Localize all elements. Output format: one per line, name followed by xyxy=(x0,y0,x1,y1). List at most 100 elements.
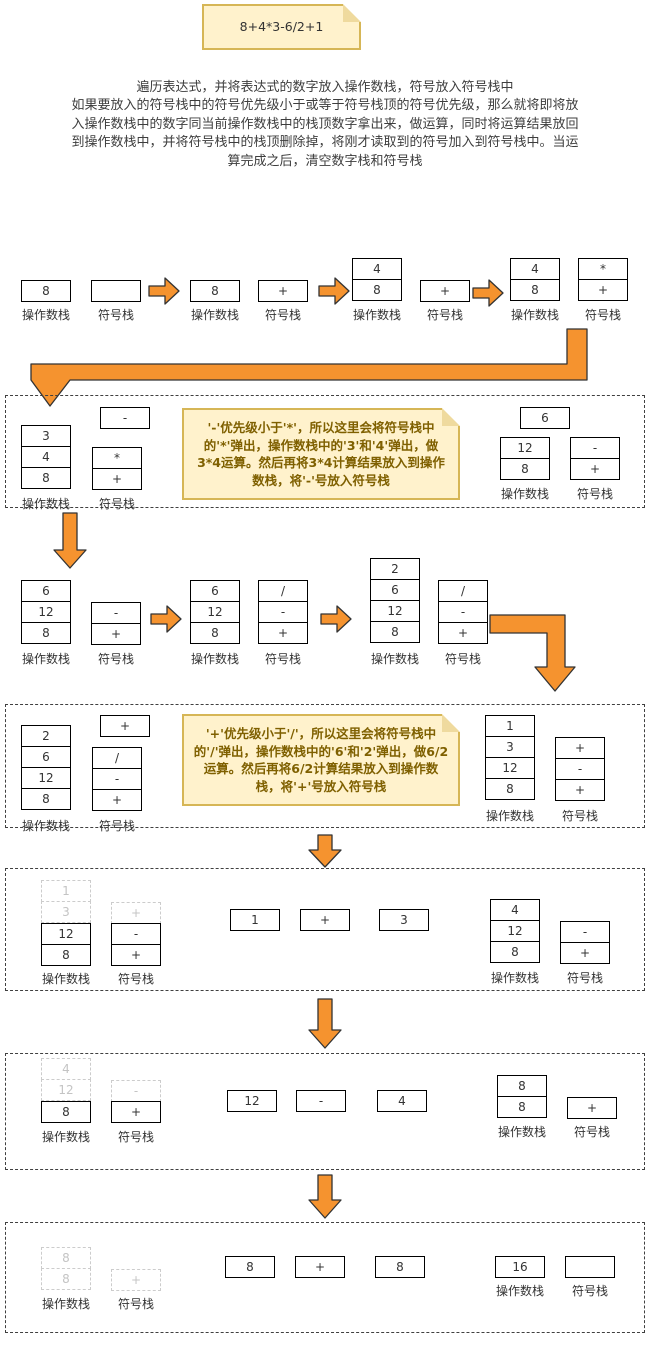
stack-cell: - xyxy=(91,602,141,624)
symbol-stack xyxy=(91,280,141,302)
symbol-stack-label: 符号栈 xyxy=(264,308,301,322)
symbol-stack xyxy=(565,1256,615,1278)
stack-cell: 4 xyxy=(352,258,402,280)
symbol-stack-label: 符号栈 xyxy=(566,971,603,985)
stack-cell: - xyxy=(92,768,142,790)
operand-stack-label: 操作数栈 xyxy=(485,809,534,823)
operand-stack-label: 操作数栈 xyxy=(41,1297,90,1311)
calc-operand-cell: 12 xyxy=(227,1090,277,1112)
stack-cell: 8 xyxy=(485,778,535,800)
stack-cell: 12 xyxy=(500,437,550,459)
stack-cell: 6 xyxy=(190,580,240,602)
symbol-stack: -+ xyxy=(570,437,620,480)
step-box-5 xyxy=(5,1222,645,1333)
symbol-stack-label: 符号栈 xyxy=(576,487,613,501)
stack-cell: 12 xyxy=(190,601,240,623)
incoming-operand-cell: 6 xyxy=(520,407,570,429)
popped-symbol-stack: - xyxy=(111,1080,161,1102)
stack-cell: + xyxy=(91,623,141,645)
right-arrow-icon xyxy=(148,277,180,305)
symbol-stack-label: 符号栈 xyxy=(561,809,598,823)
symbol-stack-label: 符号栈 xyxy=(117,1130,154,1144)
stack-cell: + xyxy=(258,622,308,644)
symbol-stack: + xyxy=(258,280,308,302)
operand-stack-label: 操作数栈 xyxy=(41,1130,90,1144)
stack-cell: + xyxy=(111,1101,161,1123)
symbol-stack-label: 符号栈 xyxy=(426,308,463,322)
operand-stack: 8 xyxy=(190,280,240,302)
stack-cell: 8 xyxy=(500,458,550,480)
stack-cell: * xyxy=(92,447,142,469)
stack-cell: 6 xyxy=(21,746,71,768)
stack-cell: + xyxy=(570,458,620,480)
symbol-stack: + xyxy=(111,1101,161,1123)
incoming-operator-cell: - xyxy=(100,407,150,429)
step-box-3 xyxy=(5,868,645,991)
arrow-shape xyxy=(318,277,350,305)
stack-cell: 12 xyxy=(41,923,91,945)
stack-cell: 2 xyxy=(21,725,71,747)
operand-stack-label: 操作数栈 xyxy=(41,972,90,986)
elbow-arrow-icon xyxy=(489,614,576,692)
stack-cell: - xyxy=(111,1080,161,1102)
stack-cell: 4 xyxy=(510,258,560,280)
arrow-shape xyxy=(148,277,180,305)
calc-operand-cell: 1 xyxy=(230,909,280,931)
arrow-shape xyxy=(30,328,588,407)
operand-stack-label: 操作数栈 xyxy=(510,308,559,322)
stack-cell: 8 xyxy=(21,280,71,302)
calc-operator-cell: + xyxy=(300,909,350,931)
note-text: '+'优先级小于'/'，所以这里会将符号栈中的'/'弹出，操作数栈中的'6'和'… xyxy=(193,726,449,794)
stack-cell: + xyxy=(555,779,605,801)
stack-cell: 3 xyxy=(41,901,91,923)
symbol-stack-label: 符号栈 xyxy=(98,819,135,833)
step-box-1 xyxy=(5,395,645,508)
operand-stack-label: 操作数栈 xyxy=(21,497,70,511)
stack-cell: - xyxy=(438,601,488,623)
stack-cell: 8 xyxy=(41,1268,91,1290)
down-arrow-icon xyxy=(53,512,87,569)
operand-stack-label: 操作数栈 xyxy=(190,652,239,666)
stack-cell: + xyxy=(111,1269,161,1291)
stack-cell: 6 xyxy=(370,579,420,601)
symbol-stack: -+ xyxy=(560,921,610,964)
operand-stack-label: 操作数栈 xyxy=(21,308,70,322)
right-arrow-icon xyxy=(472,279,504,307)
symbol-stack-label: 符号栈 xyxy=(584,308,621,322)
right-arrow-icon xyxy=(150,605,182,633)
symbol-stack-label: 符号栈 xyxy=(98,497,135,511)
stack-cell: 12 xyxy=(490,920,540,942)
operand-stack-label: 操作数栈 xyxy=(352,308,401,322)
arrow-shape xyxy=(53,512,87,569)
operand-stack-label: 操作数栈 xyxy=(490,971,539,985)
operand-stack-label: 操作数栈 xyxy=(495,1284,544,1298)
stack-cell: 8 xyxy=(497,1096,547,1118)
stack-cell: * xyxy=(578,258,628,280)
incoming-operator-cell: + xyxy=(100,715,150,737)
expression-note: 8+4*3-6/2+1 xyxy=(202,4,361,50)
stack-cell: + xyxy=(92,789,142,811)
operand-stack-label: 操作数栈 xyxy=(497,1125,546,1139)
stack-cell: 4 xyxy=(490,899,540,921)
note-callout: '-'优先级小于'*'，所以这里会将符号栈中的'*'弹出，操作数栈中的'3'和'… xyxy=(182,408,460,500)
calc-operand-cell: 8 xyxy=(225,1256,275,1278)
symbol-stack: + xyxy=(567,1097,617,1119)
stack-cell: 2 xyxy=(370,558,420,580)
stack-cell: 8 xyxy=(352,279,402,301)
operand-stack-label: 操作数栈 xyxy=(21,652,70,666)
symbol-stack: -+ xyxy=(111,923,161,966)
operand-stack: 8 xyxy=(41,1101,91,1123)
step-box-4 xyxy=(5,1053,645,1170)
right-arrow-icon xyxy=(318,277,350,305)
stack-cell: 8 xyxy=(21,467,71,489)
stack-cell xyxy=(91,280,141,302)
calc-operand-cell: 4 xyxy=(377,1090,427,1112)
stack-cell: 8 xyxy=(490,941,540,963)
